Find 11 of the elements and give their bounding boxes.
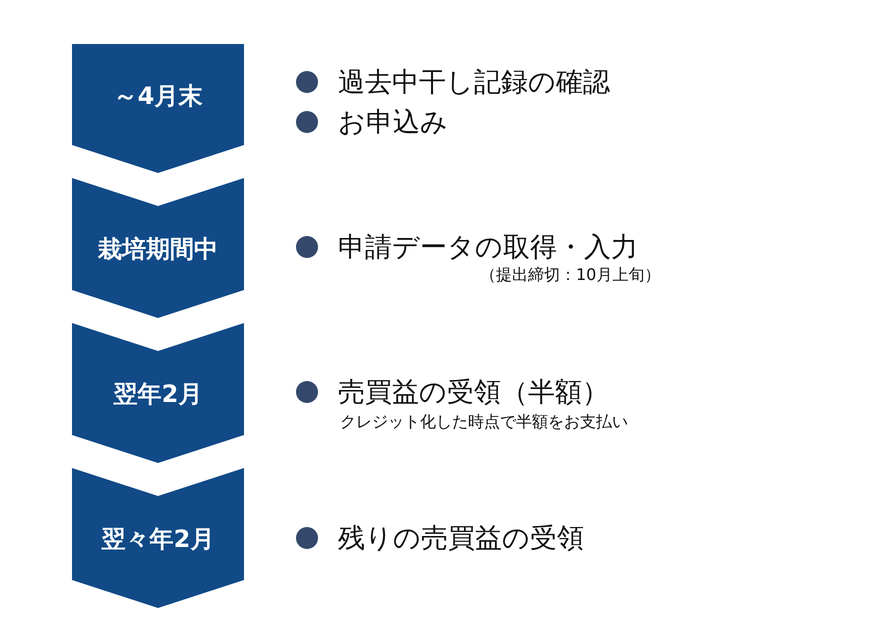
step-text: お申込み <box>338 106 448 140</box>
step-text: 過去中干し記録の確認 <box>338 66 610 100</box>
period-label: 翌々年2月 <box>100 524 216 555</box>
note-text: （提出締切：10月上旬） <box>480 265 660 286</box>
note-text: クレジット化した時点で半額をお支払い <box>340 412 628 433</box>
step-text: 残りの売買益の受領 <box>338 522 584 556</box>
period-label: ～4月末 <box>112 80 204 112</box>
period-label: 栽培期間中 <box>96 234 219 265</box>
step-text: 申請データの取得・入力 <box>338 231 638 265</box>
step-text: 売買益の受領（半額） <box>338 376 609 410</box>
period-label: 翌年2月 <box>112 379 204 410</box>
